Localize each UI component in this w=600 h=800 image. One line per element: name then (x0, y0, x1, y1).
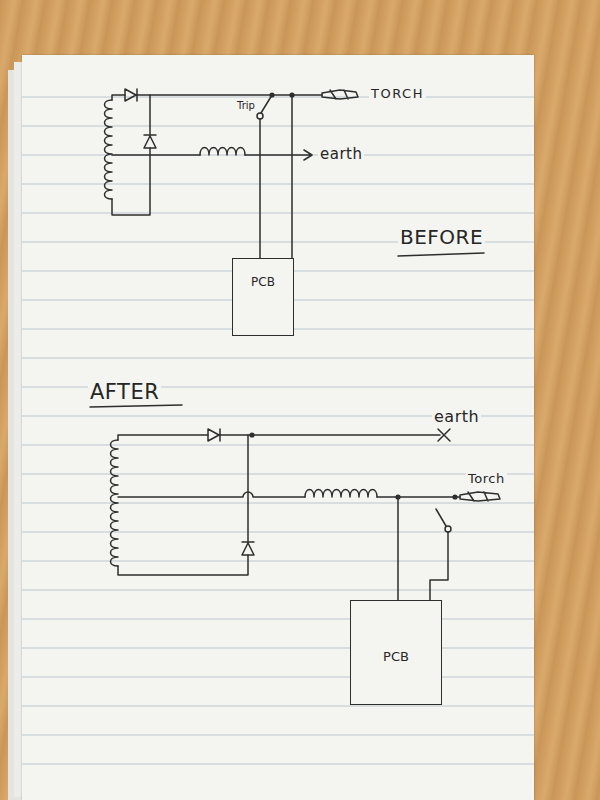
box-label: PCB (351, 649, 441, 664)
wire (112, 95, 125, 100)
underline (90, 405, 182, 407)
diode-symbol (144, 95, 156, 148)
underline (398, 253, 484, 256)
switch-symbol (436, 509, 446, 526)
switch-symbol (261, 95, 272, 113)
junction-dot (269, 92, 274, 97)
inductor-symbol (200, 148, 245, 156)
pcb-box: PCB (232, 258, 294, 336)
sketch-label: Torch (466, 472, 507, 487)
inductor-symbol (305, 490, 377, 498)
diode-symbol (125, 89, 137, 101)
wire (398, 497, 448, 600)
paper-sheet (22, 55, 534, 800)
transformer-coil (105, 100, 113, 199)
torch-symbol (460, 492, 500, 501)
wire (118, 492, 305, 497)
junction-dot (452, 494, 457, 499)
wire (112, 148, 150, 215)
junction-dot (289, 92, 294, 97)
sketch-label: Trip (235, 100, 257, 112)
wire (118, 435, 208, 440)
junction-dot (249, 432, 254, 437)
sketch-label: earth (432, 408, 481, 426)
sketch-label: TORCH (369, 87, 426, 102)
torch-symbol (322, 90, 358, 99)
diode-symbol (208, 429, 220, 441)
wire (112, 154, 200, 156)
transformer-coil (111, 440, 119, 566)
switch-contact (445, 526, 451, 532)
wire (260, 95, 292, 258)
sketch-label: BEFORE (398, 226, 485, 249)
sketch-label: earth (318, 146, 364, 163)
earth-cross (438, 429, 450, 441)
sketch-label: AFTER (88, 380, 161, 404)
wire (118, 555, 248, 575)
box-label: PCB (233, 275, 293, 289)
switch-contact (257, 113, 263, 119)
junction-dot (395, 494, 400, 499)
pcb-box: PCB (350, 600, 442, 705)
wire-arrow (245, 150, 312, 160)
wire (377, 496, 460, 498)
